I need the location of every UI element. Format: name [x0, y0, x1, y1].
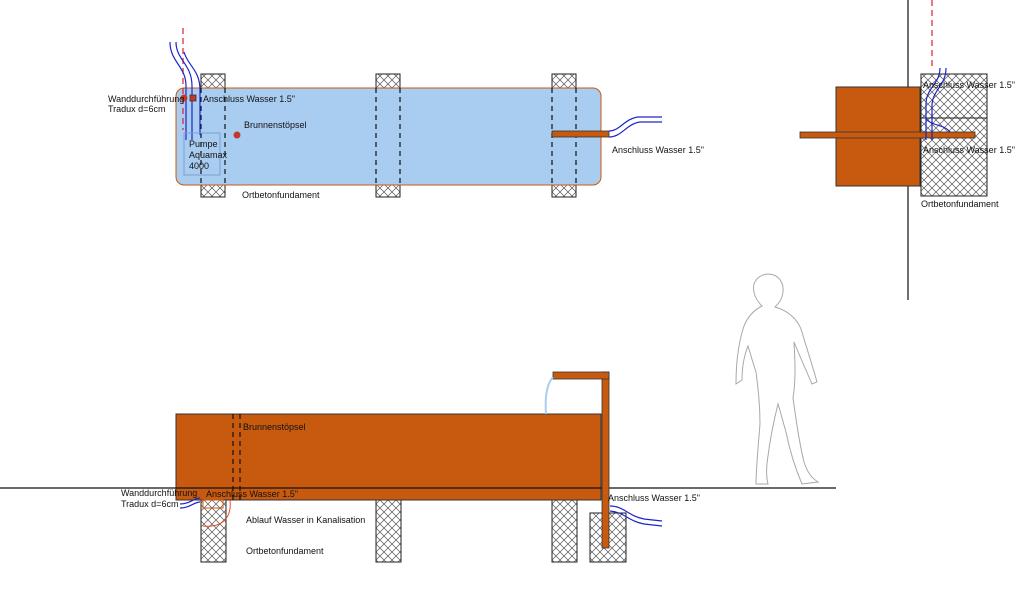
hose [609, 510, 663, 527]
wall-passage-label: Wanddurchführung [121, 488, 197, 498]
human-silhouette [735, 273, 820, 485]
pump-label: Pumpe [189, 139, 218, 149]
outlet-pipe [551, 130, 610, 138]
pump-label: Aquamax [189, 150, 228, 160]
inlet-label: Anschluss Wasser 1.5" [206, 489, 298, 499]
foundation-label: Ortbetonfundament [242, 190, 320, 200]
pump-box [183, 132, 221, 176]
drain-arc [202, 499, 231, 527]
foundation-label: Ortbetonfundament [921, 199, 999, 209]
inlet-top-label: Anschluss Wasser 1.5" [923, 80, 1015, 90]
basin-elevation [175, 413, 602, 501]
inlet-marker [189, 94, 197, 102]
side-view: Anschluss Wasser 1.5" Anschluss Wasser 1… [799, 0, 1015, 300]
hose [608, 116, 662, 132]
tradux-label: Tradux d=6cm [108, 104, 165, 114]
drain-label: Ablauf Wasser in Kanalisation [246, 515, 365, 525]
elevation-view: Brunnenstöpsel Wanddurchführung Tradux d… [0, 371, 836, 563]
plan-view: Wanddurchführung Tradux d=6cm Anschluss … [108, 28, 704, 200]
inlet-mid-label: Anschluss Wasser 1.5" [923, 145, 1015, 155]
hose [183, 51, 201, 135]
hose [925, 117, 951, 133]
hose [169, 41, 187, 140]
tradux-label: Tradux d=6cm [121, 499, 178, 509]
pump-label: 4000 [189, 161, 209, 171]
foundation-pad [200, 499, 227, 563]
plug-label: Brunnenstöpsel [243, 422, 306, 432]
hose [179, 501, 201, 509]
spout-horizontal [552, 371, 610, 380]
hose [608, 121, 662, 138]
hose [179, 497, 201, 505]
plug-label: Brunnenstöpsel [244, 120, 307, 130]
foundation-label: Ortbetonfundament [246, 546, 324, 556]
foundation-pad [551, 499, 578, 563]
wall-passage-label: Wanddurchführung [108, 94, 184, 104]
plug-marker [233, 131, 241, 139]
pipe-section [799, 131, 976, 139]
hose [609, 505, 663, 522]
spout-vertical [601, 371, 610, 549]
outlet-label: Anschluss Wasser 1.5" [612, 145, 704, 155]
wall-passage-marker [180, 94, 188, 102]
water-jet [544, 376, 554, 415]
hose [175, 41, 193, 140]
outlet-label: Anschluss Wasser 1.5" [608, 493, 700, 503]
inlet-label: Anschluss Wasser 1.5" [203, 94, 295, 104]
foundation-pad [375, 499, 402, 563]
hose [925, 67, 941, 140]
hose [931, 67, 947, 140]
drain-box [202, 499, 224, 509]
